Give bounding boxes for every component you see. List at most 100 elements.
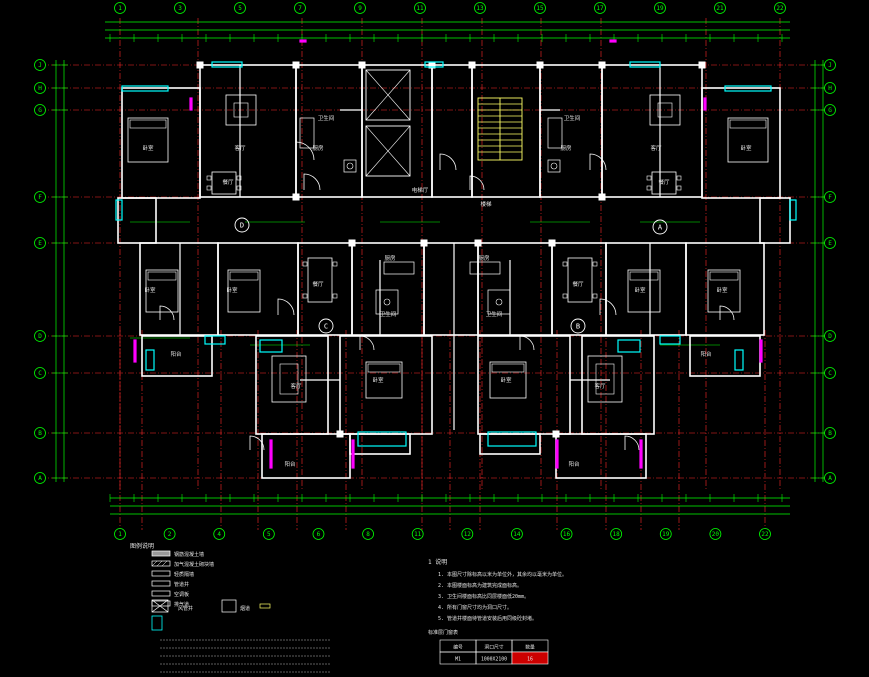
axis-bubble: [824, 104, 836, 116]
axis-bubble: [774, 2, 786, 14]
axis-bubble-label: 19: [662, 531, 670, 538]
room-label: 厨房: [560, 144, 572, 152]
windows: [115, 61, 797, 447]
axis-bubble-label: 1: [118, 5, 122, 12]
axis-bubble: [659, 528, 672, 540]
unit-tag: [652, 219, 668, 235]
wall-outline: [685, 242, 765, 336]
axis-bubble-label: A: [38, 475, 42, 482]
room-label: 客厅: [594, 382, 606, 390]
chair: [332, 293, 338, 299]
structural-column: [292, 193, 300, 201]
axis-bubble: [824, 59, 836, 71]
room-label: 卧室: [372, 376, 384, 384]
structural-column: [348, 239, 356, 247]
structural-column: [468, 61, 476, 69]
notes-table-text: 洞口尺寸: [484, 644, 503, 651]
notes-line: 3. 卫生间楼面标高比同层楼面低20mm。: [438, 593, 529, 600]
axis-bubble-label: H: [828, 85, 832, 92]
chair: [562, 261, 568, 267]
door-frame: [703, 97, 707, 111]
axis-bubble: [213, 528, 226, 540]
bed-pillow: [629, 271, 659, 281]
axis-bubble: [824, 330, 836, 342]
axis-bubble: [824, 191, 836, 203]
axis-bubble-label: 6: [317, 531, 321, 538]
window: [789, 199, 797, 221]
door-swing: [359, 335, 375, 351]
notes-table-text: 编号: [453, 644, 463, 651]
coffee-table: [595, 363, 615, 395]
room-label: 阳台: [700, 350, 712, 358]
room-label: 卧室: [634, 286, 646, 294]
axis-bubble: [312, 528, 325, 540]
window: [734, 349, 744, 371]
structural-column: [358, 61, 366, 69]
room-label: 餐厅: [222, 178, 234, 186]
bed-pillow: [709, 271, 739, 281]
axis-bubble-label: 13: [476, 5, 484, 12]
door-swing: [589, 153, 607, 171]
door-frame: [351, 439, 355, 469]
legend-swatch: [151, 580, 171, 587]
axis-bubble: [34, 472, 46, 484]
dining-table: [211, 171, 237, 195]
bed: [127, 117, 169, 163]
axis-bubble-label: G: [38, 107, 42, 114]
axis-bubble: [34, 367, 46, 379]
bed-pillow: [729, 119, 767, 129]
axis-bubble-label: 12: [464, 531, 472, 538]
toilet-bowl: [550, 162, 558, 170]
axis-bubble-label: C: [828, 370, 832, 377]
axis-bubble: [461, 528, 474, 540]
room-label: 客厅: [290, 382, 302, 390]
room-label: 餐厅: [572, 280, 584, 288]
axis-bubble: [234, 2, 246, 14]
notes-table-text: 16: [527, 657, 533, 663]
walls: [117, 61, 791, 479]
structural-column: [698, 61, 706, 69]
axis-bubble-label: 20: [712, 531, 720, 538]
legend-yellow-swatch: [259, 603, 271, 609]
room-label: 厨房: [312, 144, 324, 152]
axis-bubble-label: 19: [656, 5, 664, 12]
chair: [646, 175, 652, 181]
elevator-car: [365, 125, 411, 177]
axis-bubble: [411, 528, 424, 540]
axis-bubble-label: 2: [168, 531, 172, 538]
door-swing: [719, 305, 735, 321]
window: [659, 335, 681, 345]
door-frame: [133, 339, 137, 363]
room-label: 卧室: [142, 144, 154, 152]
axis-bubble-label: D: [828, 333, 832, 340]
chair: [236, 185, 242, 191]
kitchen-counter: [547, 117, 563, 149]
kitchen-counter: [383, 261, 415, 275]
axis-bubble-label: 8: [366, 531, 370, 538]
window: [424, 61, 444, 68]
bed-pillow: [491, 363, 525, 373]
axis-bubble: [114, 2, 126, 14]
bed: [627, 269, 661, 313]
axis-bubble-label: 22: [776, 5, 784, 12]
room-label: 楼梯: [480, 200, 492, 208]
axis-bubble-label: E: [38, 240, 42, 247]
bed: [365, 361, 403, 399]
axis-bubble-label: 15: [536, 5, 544, 12]
kitchen-counter: [299, 117, 315, 149]
unit-tag-label: A: [658, 224, 663, 232]
axis-bubble-label: B: [828, 430, 832, 437]
toilet-bowl: [346, 162, 354, 170]
dimension-lines: [52, 21, 827, 515]
legend-symbol-label: 风管井: [178, 605, 193, 612]
axis-bubble: [294, 2, 306, 14]
window: [724, 85, 772, 92]
room-label: 客厅: [234, 144, 246, 152]
axis-bubble: [34, 237, 46, 249]
legend-item: 加气混凝土砌块墙: [174, 561, 214, 568]
notes-line: 2. 本图楼面标高为建筑完成面标高。: [438, 582, 522, 589]
room-label: 客厅: [650, 144, 662, 152]
door-frame: [269, 439, 273, 469]
coffee-table: [657, 102, 673, 118]
axis-bubble-label: F: [38, 194, 42, 201]
